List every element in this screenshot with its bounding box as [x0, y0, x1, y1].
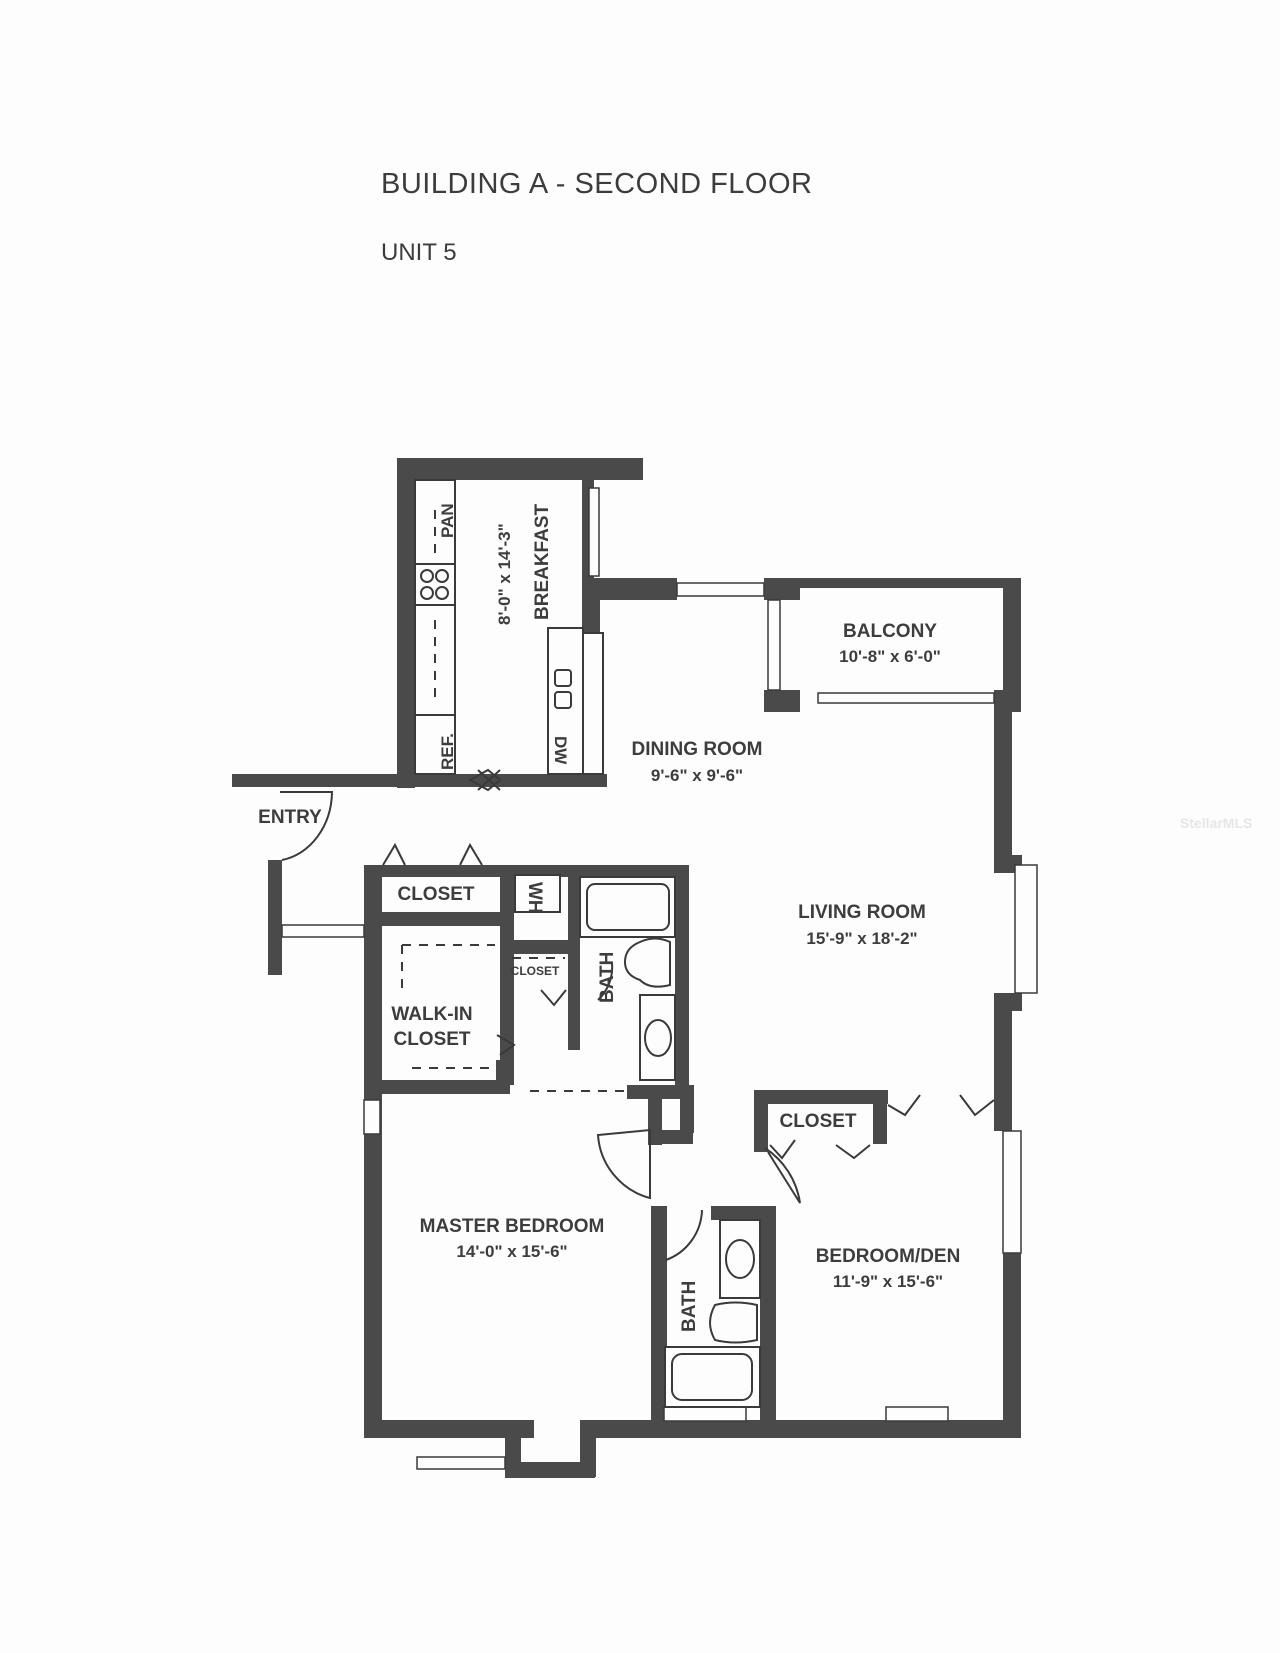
kitchen-west-wall [397, 458, 415, 788]
window [767, 599, 781, 691]
water-heater [514, 874, 561, 913]
master-bedroom-dimensions: 14'-0" x 15'-6" [456, 1242, 567, 1261]
stove-burner-icon [420, 569, 434, 583]
window [1014, 864, 1038, 994]
labels: BREAKFAST 8'-0" x 14'-3" PAN REF. DW BAL… [258, 503, 960, 1332]
closet-door-icon [496, 1034, 516, 1056]
closet-door-icon [887, 1094, 921, 1117]
bedroom-den-dimensions: 11'-9" x 15'-6" [833, 1272, 943, 1291]
breakfast-bar [582, 632, 604, 775]
balcony-north-wall [764, 578, 1020, 588]
walls [232, 458, 1022, 1478]
page-title: BUILDING A - SECOND FLOOR [381, 168, 813, 200]
sink-icon [725, 1239, 755, 1279]
window [1002, 1130, 1022, 1254]
stove-burner-icon [420, 586, 434, 600]
window [363, 1099, 381, 1135]
walk-in-closet-label-2: CLOSET [393, 1029, 470, 1050]
window [416, 1456, 506, 1470]
master-west-wall [364, 865, 382, 1435]
window [885, 1406, 949, 1422]
vanity [639, 994, 676, 1081]
window [588, 487, 600, 577]
toilet-icon [709, 1301, 758, 1344]
pantry-label: PAN [438, 503, 457, 538]
bath-fixtures [401, 874, 761, 1408]
living-closet-label: CLOSET [779, 1111, 856, 1132]
master-bedroom-label: MASTER BEDROOM [420, 1216, 605, 1237]
entry-label: ENTRY [258, 807, 322, 828]
refrigerator-label: REF. [438, 733, 457, 770]
entry-west-wall [268, 860, 282, 975]
kitchen-fixtures [414, 479, 604, 792]
hall-closet-label: CLOSET [397, 884, 474, 905]
window [817, 692, 995, 704]
dishwasher-label: DW [551, 736, 570, 765]
closet-door-icon [382, 842, 406, 866]
breakfast-dimensions: 8'-0" x 14'-3" [495, 523, 514, 625]
corridor-north-wall [232, 774, 607, 787]
doors [280, 791, 995, 1261]
window [663, 1406, 747, 1422]
east-wall-upper [1003, 578, 1021, 698]
balcony-dimensions: 10'-8" x 6'-0" [839, 647, 941, 666]
dining-room-dimensions: 9'-6" x 9'-6" [651, 766, 743, 785]
dining-room-label: DINING ROOM [632, 739, 763, 760]
sink-icon [554, 669, 572, 687]
kitchen-north-wall [397, 458, 643, 480]
sink-icon [644, 1019, 672, 1057]
living-room-label: LIVING ROOM [798, 902, 926, 923]
stove-burner-icon [435, 569, 449, 583]
sink-icon [554, 691, 572, 709]
water-heater-label: WH [524, 882, 545, 914]
bath-1-label: BATH [597, 952, 618, 1003]
closet-door-icon [769, 1139, 796, 1160]
bath-closet-label: CLOSET [511, 964, 560, 978]
toilet-icon [623, 937, 671, 988]
master-door-swing-icon [596, 1128, 651, 1200]
stove-burner-icon [435, 586, 449, 600]
living-closet-wall [754, 1090, 888, 1104]
closet-door-icon [540, 989, 567, 1007]
bath-door-swing-icon [665, 1209, 703, 1261]
closet-door-icon [835, 1144, 871, 1160]
closet-door-icon [459, 842, 483, 866]
south-wall [364, 1420, 534, 1438]
closet-door-icon [959, 1094, 995, 1117]
living-room-dimensions: 15'-9" x 18'-2" [806, 929, 917, 948]
watermark: StellarMLS [1180, 815, 1253, 831]
entry-door-swing-icon [280, 791, 334, 861]
walk-in-closet-label-1: WALK-IN [391, 1004, 472, 1025]
windows [281, 487, 1038, 1470]
window [281, 924, 365, 938]
breakfast-label: BREAKFAST [532, 503, 553, 620]
bifold-door-icon [467, 768, 502, 792]
bath-2-label: BATH [679, 1281, 700, 1332]
bedroom-den-label: BEDROOM/DEN [816, 1246, 961, 1267]
unit-label: UNIT 5 [381, 239, 457, 266]
balcony-label: BALCONY [843, 621, 937, 642]
bath-door-swing-icon [597, 962, 614, 1001]
den-door-swing-icon [764, 1147, 801, 1204]
window [676, 582, 765, 597]
